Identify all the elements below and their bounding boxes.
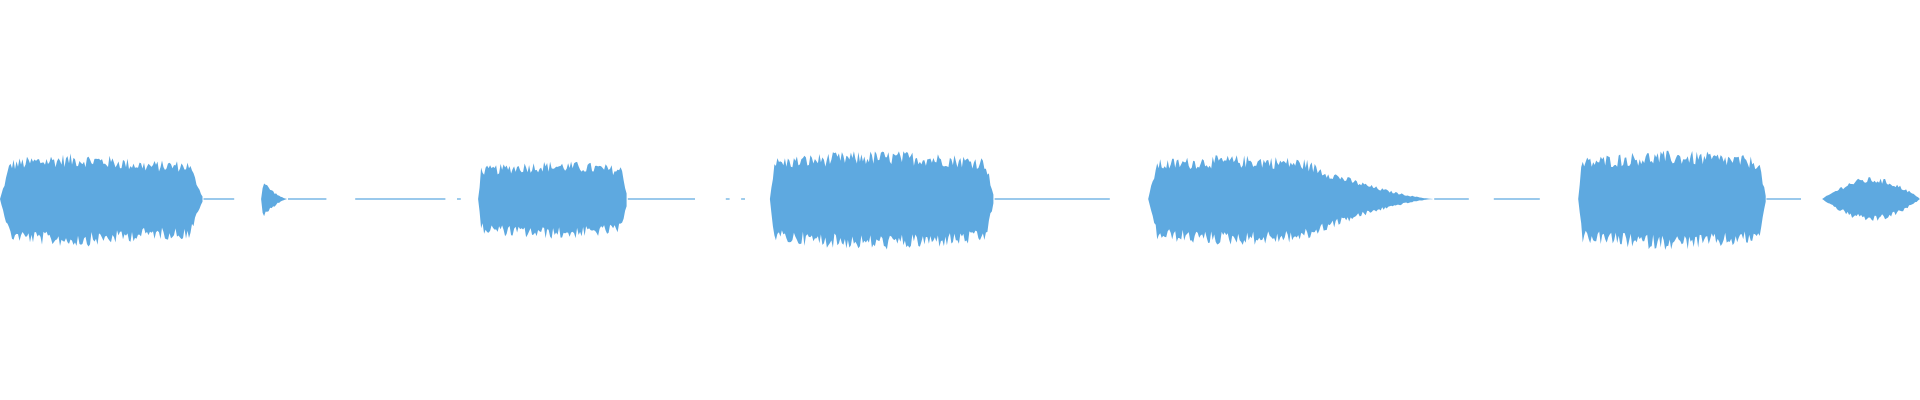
waveform-segment-seg-5 xyxy=(1148,155,1434,245)
waveform-segment-seg-1 xyxy=(0,153,203,247)
waveform-segment-seg-6 xyxy=(1578,150,1766,250)
waveform-segment-seg-2 xyxy=(261,183,287,217)
waveform-segment-seg-4 xyxy=(769,151,994,250)
waveform-segment-seg-7 xyxy=(1822,177,1920,221)
waveform-segment-seg-3 xyxy=(478,161,627,239)
